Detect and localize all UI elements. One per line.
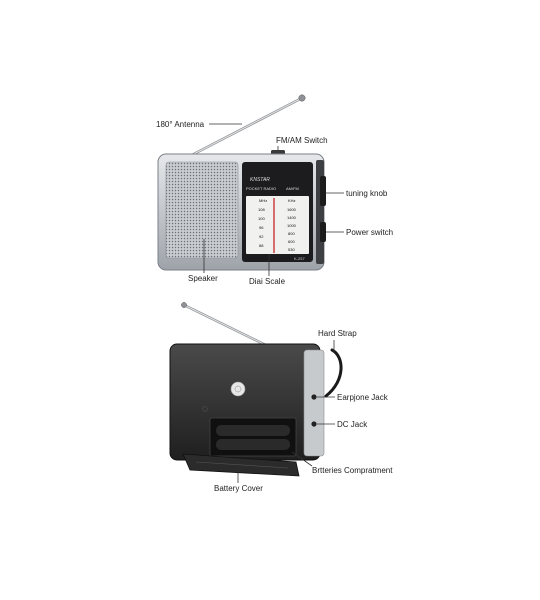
- model-number-text: K-257: [294, 256, 305, 261]
- am-unit: KHz: [288, 198, 296, 203]
- earphone-jack-port: [311, 394, 317, 400]
- dial-scale: [246, 196, 309, 254]
- label-fm-am-switch: FM/AM Switch: [276, 136, 328, 145]
- label-earphone-jack: Earpjone Jack: [337, 393, 389, 402]
- fm-scale-4: 88: [259, 243, 264, 248]
- label-speaker: Speaker: [188, 274, 218, 283]
- back-callouts: Hard Strap Earpjone Jack DC Jack Brtteri…: [214, 329, 393, 493]
- label-battery-compartment: Brtteries Compratment: [312, 466, 393, 475]
- am-scale-0: 1600: [287, 207, 297, 212]
- radio-front-view: KNSTAR POCKET RADIO AM/FM MHz KHz 108 10…: [157, 94, 326, 271]
- label-dial-scale: Diai Scale: [249, 277, 286, 286]
- label-tuning-knob: tuning knob: [346, 189, 388, 198]
- dc-jack-port: [311, 421, 317, 427]
- am-scale-4: 600: [288, 239, 295, 244]
- am-scale-5: 530: [288, 247, 295, 252]
- back-sticker: [230, 381, 246, 397]
- fm-scale-3: 92: [259, 234, 264, 239]
- band-text: AM/FM: [286, 186, 299, 191]
- fm-unit: MHz: [259, 198, 267, 203]
- side-panel: [303, 349, 325, 457]
- front-callouts: 180° Antenna FM/AM Switch tuning knob Po…: [156, 120, 393, 286]
- hand-strap: [324, 348, 343, 398]
- am-scale-1: 1400: [287, 215, 297, 220]
- speaker-grille: [165, 161, 239, 259]
- power-switch-knob: [320, 222, 326, 242]
- fm-scale-0: 108: [258, 207, 265, 212]
- tuning-knob: [320, 176, 326, 206]
- fm-scale-2: 96: [259, 225, 264, 230]
- label-antenna: 180° Antenna: [156, 120, 205, 129]
- fm-scale-1: 100: [258, 216, 265, 221]
- am-scale-2: 1000: [287, 223, 297, 228]
- brand-text: KNSTAR: [250, 177, 270, 183]
- antenna-tip: [298, 94, 306, 102]
- battery-compartment: [209, 417, 297, 457]
- label-battery-cover: Battery Cover: [214, 484, 263, 493]
- model-name-text: POCKET RADIO: [246, 186, 276, 191]
- label-dc-jack: DC Jack: [337, 420, 368, 429]
- am-scale-3: 800: [288, 231, 295, 236]
- label-hand-strap: Hard Strap: [318, 329, 357, 338]
- label-power-switch: Power switch: [346, 228, 393, 237]
- radio-back-view: [169, 302, 343, 477]
- screw: [202, 406, 208, 412]
